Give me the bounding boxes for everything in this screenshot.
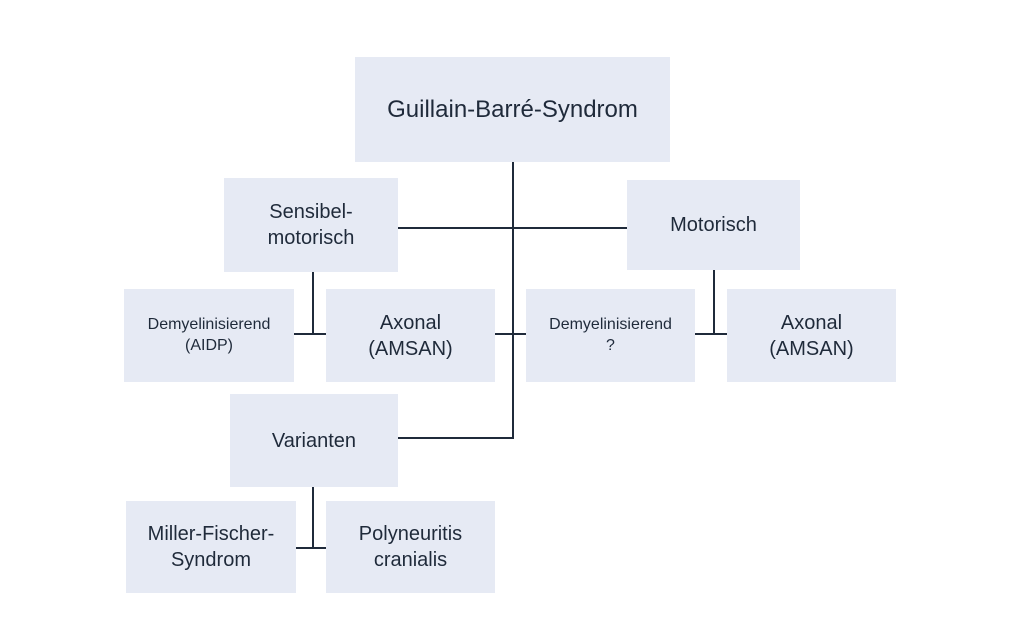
node-axonal-right: Axonal (AMSAN): [727, 289, 896, 382]
node-axonal-left-label: Axonal (AMSAN): [368, 311, 453, 360]
node-motorisch-label: Motorisch: [670, 214, 757, 236]
node-demyel-aidp-label: Demyelinisierend (AIDP): [147, 315, 271, 354]
node-varianten: Varianten: [230, 394, 398, 487]
node-miller-fischer: Miller-Fischer- Syndrom: [126, 501, 296, 593]
node-varianten-label: Varianten: [271, 429, 357, 452]
node-motorisch: Motorisch: [627, 180, 800, 270]
node-demyelinisierend-aidp: Demyelinisierend (AIDP): [124, 289, 294, 382]
node-miller-label: Miller-Fischer- Syndrom: [147, 523, 275, 571]
node-polyneuritis-label: Polyneuritis cranialis: [358, 523, 463, 571]
node-sensibel-motorisch: Sensibel- motorisch: [224, 178, 398, 272]
node-sensibel-label: Sensibel- motorisch: [267, 201, 355, 249]
node-axonal-right-label: Axonal (AMSAN): [769, 311, 854, 360]
node-polyneuritis-cranialis: Polyneuritis cranialis: [326, 501, 495, 593]
node-demyel-q-label: Demyelinisierend ?: [549, 315, 672, 354]
node-root: Guillain-Barré-Syndrom: [355, 57, 670, 162]
node-root-label: Guillain-Barré-Syndrom: [387, 95, 638, 123]
node-axonal-left: Axonal (AMSAN): [326, 289, 495, 382]
node-demyelinisierend-unknown: Demyelinisierend ?: [526, 289, 695, 382]
